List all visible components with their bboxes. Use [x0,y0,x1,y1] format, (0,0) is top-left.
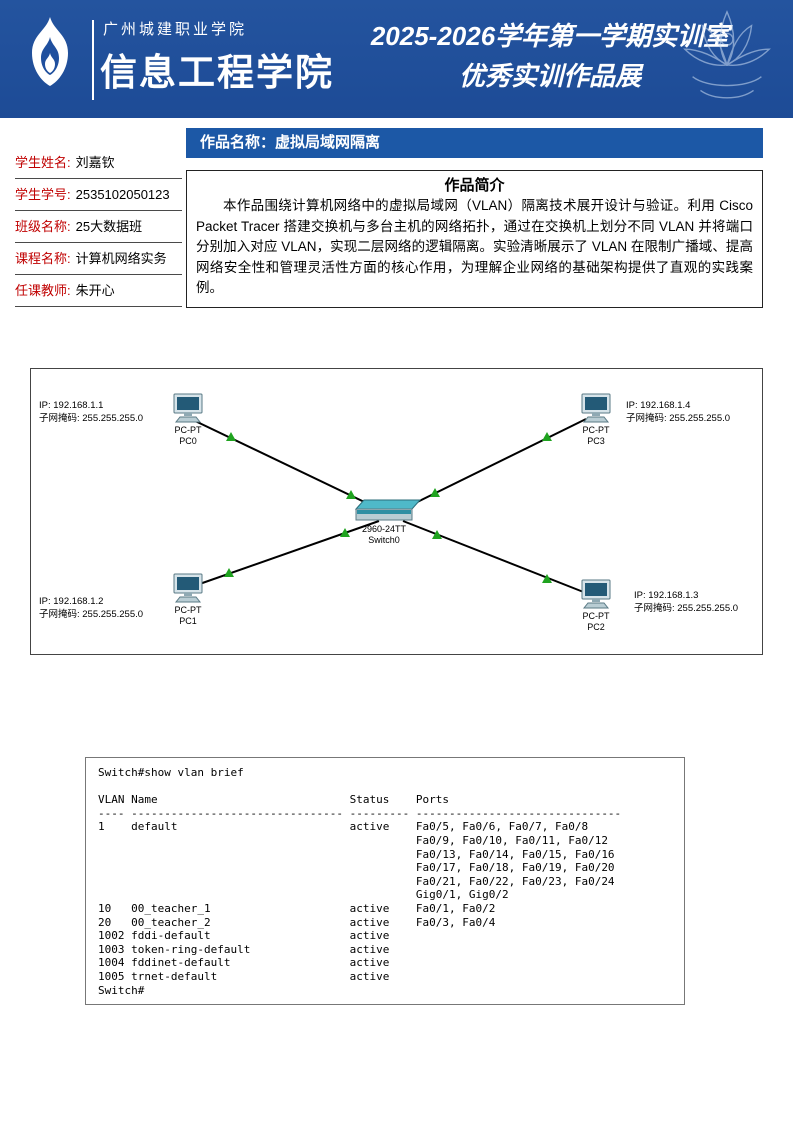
pc-icon [173,573,203,603]
course-name-label: 课程名称: [15,251,71,266]
student-id-value: 2535102050123 [75,187,170,202]
pc-type-label: PC-PT [582,611,610,621]
student-id-row: 学生学号: 2535102050123 [15,179,182,211]
pc-type-label: PC-PT [174,425,202,435]
switch-model-label: 2960-24TT [361,524,407,534]
pc-name-label: PC2 [587,622,605,632]
school-name: 广州城建职业学院 [103,21,248,38]
teacher-name-value: 朱开心 [75,283,115,298]
student-id-label: 学生学号: [15,187,71,202]
pc-type-label: PC-PT [582,425,610,435]
class-name-value: 25大数据班 [75,219,143,234]
pc-node-pc2: PC-PT PC2 [561,579,631,633]
class-name-label: 班级名称: [15,219,71,234]
college-name: 信息工程学院 [100,52,334,93]
pc-name-label: PC0 [179,436,197,446]
terminal-output: Switch#show vlan brief VLAN Name Status … [98,766,622,997]
switch-icon [354,499,422,521]
subnet-mask-label: 子网掩码: 255.255.255.0 [39,413,144,424]
student-name-label: 学生姓名: [15,155,71,170]
student-name-value: 刘嘉钦 [75,155,115,170]
ip-note-pc2: IP: 192.168.1.3 子网掩码: 255.255.255.0 [634,589,739,615]
teacher-name-row: 任课教师: 朱开心 [15,275,182,307]
lotus-decoration-icon [683,10,771,99]
link-status-arrow-icons [224,432,552,583]
student-info: 学生姓名:刘嘉钦 学生学号:2535102050123 班级名称:25大数据班 … [15,147,182,307]
header-banner: 广州城建职业学院 信息工程学院 2025-2026学年第一学期实训室 优秀实训作… [0,0,793,118]
ip-label: IP: 192.168.1.3 [634,590,699,601]
pc-icon [581,393,611,423]
pc-name-label: PC1 [179,616,197,626]
pc-node-pc1: PC-PT PC1 [153,573,223,627]
switch-node-labels: 2960-24TT Switch0 [344,524,424,546]
ip-note-pc0: IP: 192.168.1.1 子网掩码: 255.255.255.0 [39,399,144,425]
subnet-mask-label: 子网掩码: 255.255.255.0 [39,609,144,620]
exhibition-title: 2025-2026学年第一学期实训室 优秀实训作品展 [335,16,765,96]
work-intro-text: 本作品围绕计算机网络中的虚拟局域网（VLAN）隔离技术展开设计与验证。利用 Ci… [196,198,753,295]
ip-note-pc3: IP: 192.168.1.4 子网掩码: 255.255.255.0 [626,399,731,425]
switch-name-label: Switch0 [368,535,400,545]
class-name-row: 班级名称: 25大数据班 [15,211,182,243]
exhibition-title-line1: 2025-2026学年第一学期实训室 [370,21,730,51]
work-intro-title: 作品简介 [444,177,505,194]
work-name-bar: 作品名称：虚拟局域网隔离 [186,128,763,158]
terminal-box: Switch#show vlan brief VLAN Name Status … [85,757,685,1005]
pc-type-label: PC-PT [174,605,202,615]
ip-label: IP: 192.168.1.2 [39,596,104,607]
work-intro-box: 作品简介 本作品围绕计算机网络中的虚拟局域网（VLAN）隔离技术展开设计与验证。… [186,170,763,308]
course-name-row: 课程名称: 计算机网络实务 [15,243,182,275]
topology-diagram: PC-PT PC0 PC-PT PC3 PC-PT PC1 [30,368,763,655]
subnet-mask-label: 子网掩码: 255.255.255.0 [634,603,739,614]
student-name-row: 学生姓名: 刘嘉钦 [15,147,182,179]
pc-icon [173,393,203,423]
logo-divider [92,20,94,100]
ip-note-pc1: IP: 192.168.1.2 子网掩码: 255.255.255.0 [39,595,144,621]
pc-icon [581,579,611,609]
subnet-mask-label: 子网掩码: 255.255.255.0 [626,413,731,424]
pc-node-pc3: PC-PT PC3 [561,393,631,447]
course-name-value: 计算机网络实务 [75,251,167,266]
exhibition-title-line2: 优秀实训作品展 [458,61,641,91]
topology-canvas [190,418,587,594]
ip-label: IP: 192.168.1.4 [626,400,691,411]
ip-label: IP: 192.168.1.1 [39,400,104,411]
pc-node-pc0: PC-PT PC0 [153,393,223,447]
teacher-name-label: 任课教师: [15,283,71,298]
pc-name-label: PC3 [587,436,605,446]
school-logo-flame-icon [32,17,68,86]
